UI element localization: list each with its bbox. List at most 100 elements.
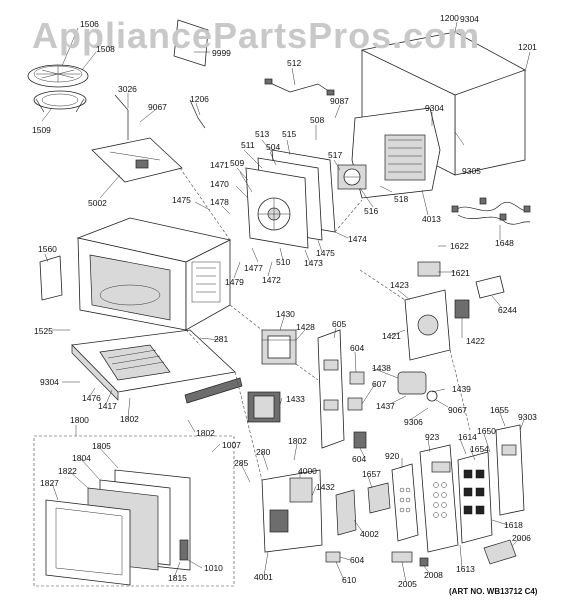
part-number-label: 1802: [120, 414, 139, 424]
part-number-label: 2006: [512, 533, 531, 543]
part-number-label: 1010: [204, 563, 223, 573]
part-number-label: 4013: [422, 214, 441, 224]
part-number-label: 923: [425, 432, 439, 442]
part-number-label: 9087: [330, 96, 349, 106]
part-number-label: 1804: [72, 453, 91, 463]
part-number-label: 604: [350, 555, 364, 565]
part-number-label: 1655: [490, 405, 509, 415]
part-number-label: 9306: [404, 417, 423, 427]
part-number-label: 1471: [210, 160, 229, 170]
part-number-label: 605: [332, 319, 346, 329]
part-number-label: 1428: [296, 322, 315, 332]
part-number-label: 517: [328, 150, 342, 160]
part-number-label: 1822: [58, 466, 77, 476]
part-number-label: 4001: [254, 572, 273, 582]
watermark-text: AppliancePartsPros.com: [32, 15, 480, 56]
part-number-label: 1478: [210, 197, 229, 207]
part-number-label: 1470: [210, 179, 229, 189]
part-number-label: 1560: [38, 244, 57, 254]
manual-card-drawing: [173, 19, 209, 67]
part-number-label: 4000: [298, 466, 317, 476]
part-number-label: 1473: [304, 258, 323, 268]
part-number-label: 9303: [518, 412, 537, 422]
wire-harness-512-drawing: [264, 78, 335, 96]
part-number-label: 516: [364, 206, 378, 216]
part-number-label: 2008: [424, 570, 443, 580]
capacitor-drawing: [397, 371, 438, 402]
part-number-label: 1422: [466, 336, 485, 346]
part-number-label: 9305: [462, 166, 481, 176]
part-number-label: 512: [287, 58, 301, 68]
part-number-label: 1805: [92, 441, 111, 451]
part-number-label: 280: [256, 447, 270, 457]
part-number-label: 604: [350, 343, 364, 353]
label-card-drawing: [475, 275, 505, 299]
part-number-label: 504: [266, 142, 280, 152]
control-board-drawing: [457, 424, 525, 544]
part-number-label: 1479: [225, 277, 244, 287]
part-number-label: 1421: [382, 331, 401, 341]
part-number-label: 281: [214, 334, 228, 344]
part-number-label: 1654: [470, 444, 489, 454]
waveguide-cover-drawing: [39, 255, 63, 301]
part-number-label: 4002: [360, 529, 379, 539]
part-number-label: 1474: [348, 234, 367, 244]
hv-assembly-drawing: [261, 469, 357, 563]
fuse-holder-drawing: [454, 299, 470, 319]
interlock-switch-drawing: [347, 371, 367, 449]
part-number-label: 1201: [518, 42, 537, 52]
door-choke-assembly-drawing: [245, 149, 336, 249]
part-number-label: 515: [282, 129, 296, 139]
part-number-label: 513: [255, 129, 269, 139]
part-number-label: 1815: [168, 573, 187, 583]
capacitor-bracket-drawing: [404, 261, 451, 361]
part-number-label: 1430: [276, 309, 295, 319]
part-number-label: 1506: [80, 19, 99, 29]
part-number-label: 1438: [372, 363, 391, 373]
part-number-label: 1433: [286, 394, 305, 404]
part-number-label: 509: [230, 158, 244, 168]
part-number-label: 518: [394, 194, 408, 204]
part-number-label: 1439: [452, 384, 471, 394]
part-number-label: 1477: [244, 263, 263, 273]
part-number-label: 508: [310, 115, 324, 125]
fan-motor-drawing: [337, 164, 367, 190]
assembly-guide-lines: [179, 167, 471, 481]
part-number-label: 604: [352, 454, 366, 464]
part-number-label: 610: [342, 575, 356, 585]
magnetron-drawing: [261, 329, 297, 365]
part-number-label: 1614: [458, 432, 477, 442]
part-number-label: 511: [241, 140, 255, 150]
part-number-label: 1657: [362, 469, 381, 479]
art-number-label: (ART NO. WB13712 C4): [449, 587, 538, 596]
part-number-label: 1648: [495, 238, 514, 248]
part-number-label: 1525: [34, 326, 53, 336]
part-number-label: 1650: [477, 426, 496, 436]
part-number-label: 9304: [460, 14, 479, 24]
part-number-label: 2005: [398, 579, 417, 589]
part-number-label: 1800: [70, 415, 89, 425]
door-assembly-drawing: [33, 435, 235, 587]
part-number-label: 1437: [376, 401, 395, 411]
connector-2006-drawing: [483, 539, 517, 565]
part-number-label: 1432: [316, 482, 335, 492]
part-number-label: 1508: [96, 44, 115, 54]
part-number-label: 3026: [118, 84, 137, 94]
part-number-label: 1618: [504, 520, 523, 530]
wire-harness-1648-drawing: [451, 197, 531, 225]
part-number-label: 1206: [190, 94, 209, 104]
part-number-label: 1475: [172, 195, 191, 205]
part-number-label: 1476: [82, 393, 101, 403]
part-number-label: 1802: [196, 428, 215, 438]
base-plate-drawing: [71, 329, 243, 404]
part-number-label: 9304: [40, 377, 59, 387]
mounting-plate-drawing: [91, 94, 206, 183]
part-number-label: 9999: [212, 48, 231, 58]
part-number-label: 9304: [425, 103, 444, 113]
latch-board-drawing: [317, 329, 345, 449]
leader-lines: [41, 21, 531, 583]
transformer-drawing: [247, 391, 281, 423]
part-number-label: 920: [385, 451, 399, 461]
